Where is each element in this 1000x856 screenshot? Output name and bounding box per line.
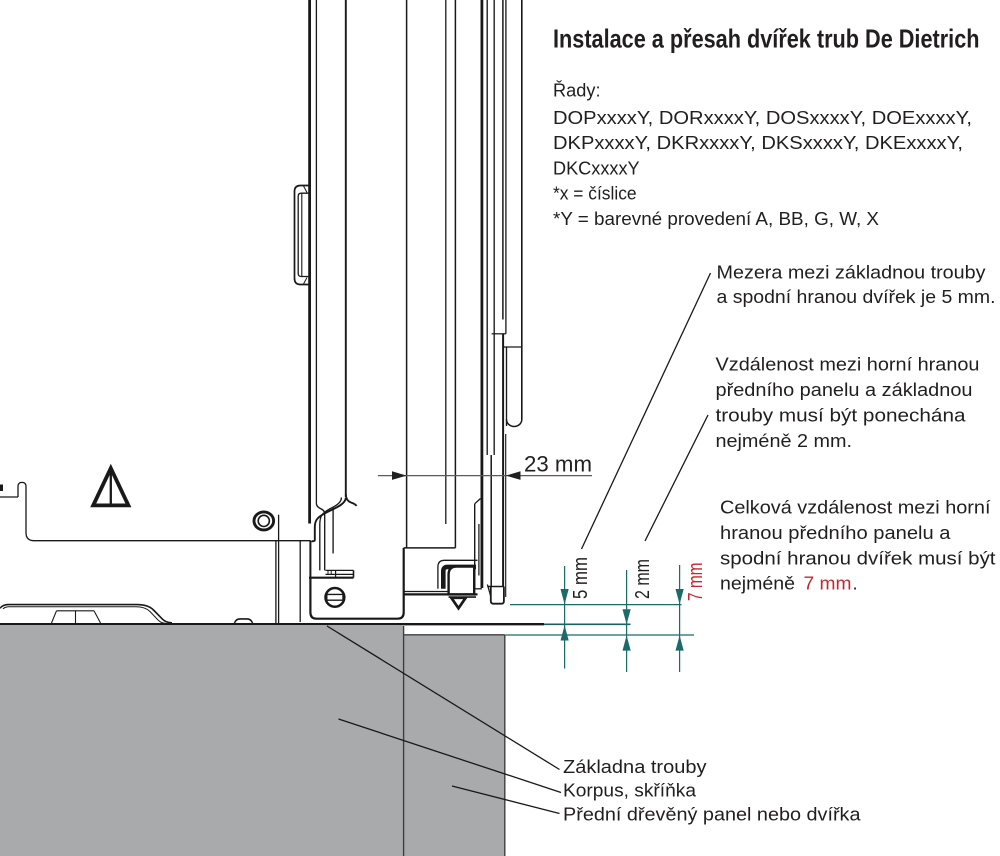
svg-text:Řady:: Řady: bbox=[553, 80, 601, 101]
svg-text:.: . bbox=[853, 572, 858, 593]
svg-text:23 mm: 23 mm bbox=[524, 452, 592, 477]
svg-text:Celková vzdálenost mezi horní: Celková vzdálenost mezi horní bbox=[720, 497, 991, 518]
svg-text:Korpus, skříňka: Korpus, skříňka bbox=[563, 780, 697, 801]
svg-text:nejméně: nejméně bbox=[720, 572, 795, 593]
svg-text:hranou předního panelu a: hranou předního panelu a bbox=[720, 522, 951, 543]
svg-text:Vzdálenost mezi horní hranou: Vzdálenost mezi horní hranou bbox=[716, 354, 980, 375]
svg-text:předního panelu a základnou: předního panelu a základnou bbox=[716, 379, 973, 400]
svg-text:Mezera mezi základnou trouby: Mezera mezi základnou trouby bbox=[717, 262, 987, 283]
svg-text:2 mm: 2 mm bbox=[632, 559, 654, 599]
svg-text:7 mm: 7 mm bbox=[804, 572, 852, 593]
svg-text:DOPxxxxY, DORxxxxY, DOSxxxxY,: DOPxxxxY, DORxxxxY, DOSxxxxY, DOExxxxY, bbox=[553, 107, 972, 128]
svg-text:trouby musí být ponechána: trouby musí být ponechána bbox=[716, 405, 967, 426]
svg-text:DKPxxxxY, DKRxxxxY, DKSxxxxY,: DKPxxxxY, DKRxxxxY, DKSxxxxY, DKExxxxY, bbox=[553, 132, 963, 153]
svg-text:DKCxxxxY: DKCxxxxY bbox=[553, 157, 640, 178]
svg-text:5 mm: 5 mm bbox=[570, 557, 592, 599]
svg-text:spodní hranou dvířek musí být: spodní hranou dvířek musí být bbox=[720, 548, 996, 569]
svg-text:Instalace a přesah dvířek trub: Instalace a přesah dvířek trub De Dietri… bbox=[553, 24, 980, 54]
svg-text:7 mm: 7 mm bbox=[685, 563, 707, 602]
svg-text:Základna trouby: Základna trouby bbox=[563, 756, 707, 777]
svg-text:nejméně 2 mm.: nejméně 2 mm. bbox=[716, 430, 853, 451]
svg-text:*x = číslice: *x = číslice bbox=[553, 183, 637, 204]
svg-text:*Y = barevné provedení A, BB,: *Y = barevné provedení A, BB, G, W, X bbox=[553, 208, 879, 229]
svg-text:Přední dřevěný panel nebo dvíř: Přední dřevěný panel nebo dvířka bbox=[563, 804, 861, 825]
svg-text:a spodní hranou dvířek je 5 mm: a spodní hranou dvířek je 5 mm. bbox=[717, 286, 996, 307]
